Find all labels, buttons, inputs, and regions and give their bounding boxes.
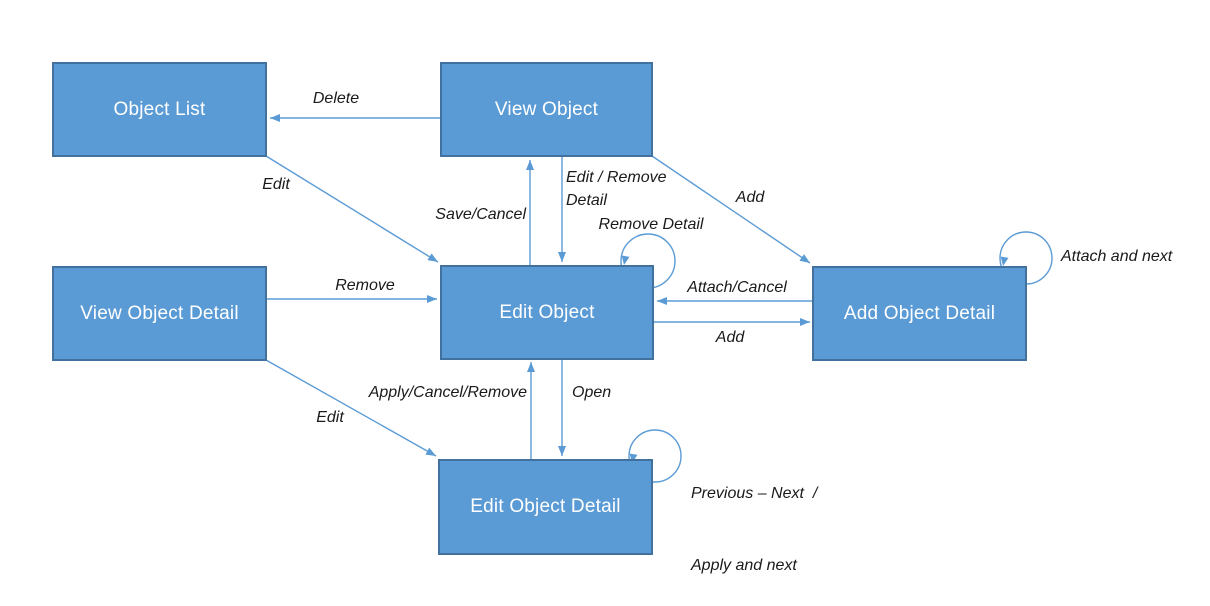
label-attach-and-next-loop: Attach and next bbox=[1061, 248, 1173, 265]
state-add-object-detail: Add Object Detail bbox=[812, 266, 1027, 361]
state-object-list: Object List bbox=[52, 62, 267, 157]
label-edit-from-view-detail: Edit bbox=[316, 409, 344, 426]
label-delete: Delete bbox=[312, 90, 360, 107]
state-view-object: View Object bbox=[440, 62, 653, 157]
label-save-cancel: Save/Cancel bbox=[435, 206, 526, 223]
edge-edit-from-view-detail bbox=[265, 359, 437, 457]
edge-edit-from-list bbox=[265, 155, 439, 263]
label-open: Open bbox=[572, 384, 612, 401]
state-edit-object: Edit Object bbox=[440, 265, 654, 360]
label-apply-cancel-remove: Apply/Cancel/Remove bbox=[368, 384, 527, 401]
label-prev-next-line1: Previous – Next / bbox=[691, 485, 818, 502]
loop-remove-detail-arrow bbox=[621, 255, 630, 265]
label-add-from-view: Add bbox=[735, 189, 765, 206]
loop-attach-and-next-arrow bbox=[1000, 256, 1009, 266]
state-view-object-detail: View Object Detail bbox=[52, 266, 267, 361]
label-edit-from-list: Edit bbox=[262, 176, 290, 193]
label-prev-next-loop: Previous – Next / Apply and next bbox=[691, 434, 861, 606]
loop-prev-next bbox=[628, 429, 682, 483]
label-remove-detail-loop: Remove Detail bbox=[598, 216, 704, 233]
label-prev-next-line2: Apply and next bbox=[691, 557, 797, 574]
label-attach-cancel: Attach/Cancel bbox=[687, 279, 787, 296]
edge-add-from-view bbox=[651, 155, 811, 264]
label-add-to-add-detail: Add bbox=[715, 329, 745, 346]
label-edit-remove-detail: Edit / Remove Detail bbox=[566, 169, 671, 209]
state-edit-object-detail: Edit Object Detail bbox=[438, 459, 653, 555]
label-remove: Remove bbox=[335, 277, 395, 294]
